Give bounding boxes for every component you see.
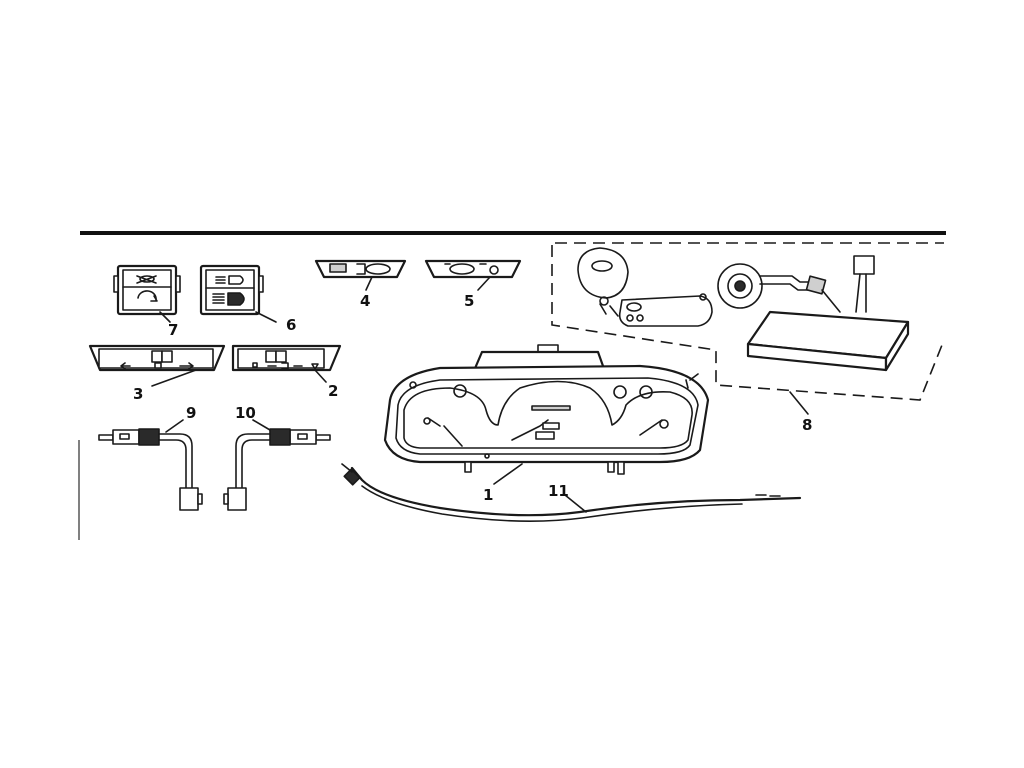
label-part-6: 6 (286, 316, 296, 334)
label-part-10: 10 (235, 404, 256, 422)
alarm-kit-part-8 (551, 242, 945, 415)
instrument-cluster-part-1 (383, 344, 710, 485)
label-part-4: 4 (360, 292, 370, 310)
label-part-11: 11 (548, 482, 569, 500)
indicator-part-4 (314, 259, 407, 291)
label-part-7: 7 (168, 321, 178, 339)
indicator-part-5 (424, 259, 522, 291)
label-part-2: 2 (328, 382, 338, 400)
label-part-9: 9 (186, 404, 196, 422)
switch-part-7 (113, 264, 181, 323)
connector-part-9 (98, 419, 203, 511)
label-part-8: 8 (802, 416, 812, 434)
label-part-5: 5 (464, 292, 474, 310)
connector-part-10 (223, 419, 331, 511)
label-part-1: 1 (483, 486, 493, 504)
speedometer-cable-part-11 (341, 463, 802, 522)
switch-housing-part-2 (231, 344, 342, 383)
switch-part-6 (199, 264, 277, 323)
switch-housing-part-3 (88, 344, 226, 387)
label-part-3: 3 (133, 385, 143, 403)
